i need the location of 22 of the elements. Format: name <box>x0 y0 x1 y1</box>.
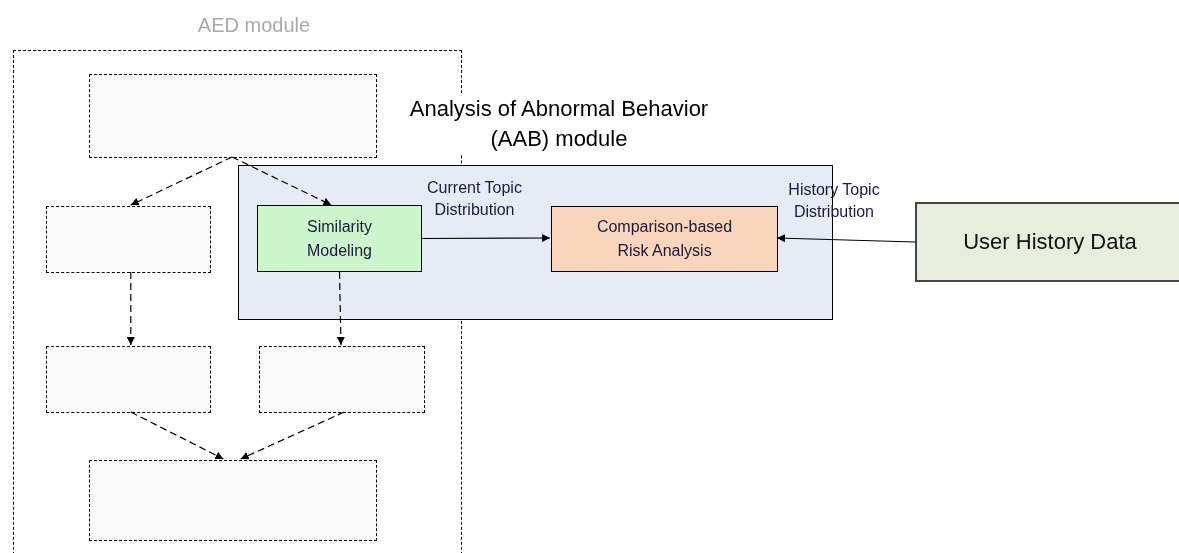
process-box <box>257 205 422 272</box>
arrow <box>776 234 916 243</box>
module-title: AED module <box>196 13 312 37</box>
empty-box <box>259 346 425 413</box>
arrow <box>240 411 345 460</box>
arrow <box>126 271 135 346</box>
arrow <box>421 234 551 243</box>
arrow <box>231 156 332 206</box>
edge-label: Current Topic Distribution <box>426 178 523 220</box>
process-box <box>915 202 1179 282</box>
empty-box <box>46 346 211 413</box>
box-label: Comparison-based Risk Analysis <box>595 217 734 261</box>
box-label: Similarity Modeling <box>306 216 373 261</box>
empty-box <box>46 206 211 273</box>
arrow <box>336 271 345 346</box>
box-label: User History Data <box>962 230 1138 254</box>
process-box <box>551 206 778 272</box>
arrow <box>130 411 224 460</box>
arrow <box>130 156 233 206</box>
module-title: Analysis of Abnormal Behavior (AAB) module <box>409 94 709 154</box>
empty-box <box>89 460 377 541</box>
empty-box <box>89 74 377 158</box>
